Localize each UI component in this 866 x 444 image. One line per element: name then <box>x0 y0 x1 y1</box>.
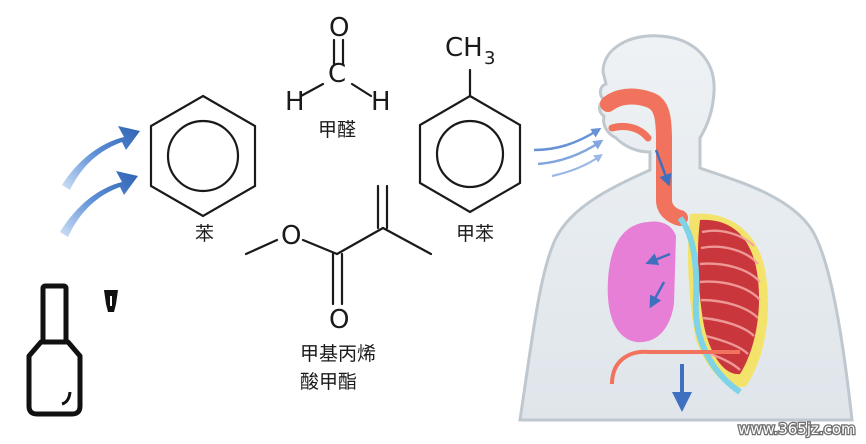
mma-label-line2: 酸甲酯 <box>300 371 357 393</box>
formaldehyde-atom-c: C <box>328 59 346 89</box>
benzene-structure <box>149 94 257 218</box>
toluene-label: 甲苯 <box>456 223 494 245</box>
mma-label-line1: 甲基丙烯 <box>300 343 376 365</box>
formaldehyde-atom-h-left: H <box>285 87 305 117</box>
toluene-structure <box>418 68 522 214</box>
mma-ester-oxygen: O <box>281 221 301 251</box>
formaldehyde-structure <box>299 38 373 98</box>
nail-polish-brush-icon <box>104 290 118 312</box>
methyl-methacrylate-structure <box>244 184 433 306</box>
formaldehyde-atom-h-right: H <box>371 87 391 117</box>
mma-carbonyl-oxygen: O <box>329 305 349 335</box>
benzene-label: 苯 <box>195 223 214 245</box>
formaldehyde-label: 甲醛 <box>318 119 356 141</box>
inhale-arrow-icon <box>60 126 140 237</box>
nail-polish-bottle-icon <box>26 283 83 417</box>
respiratory-system-illustration <box>518 34 854 422</box>
formaldehyde-atom-o: O <box>329 13 349 43</box>
toluene-methyl-c: CH <box>445 33 483 63</box>
watermark-text: www.365jz.com <box>738 420 856 438</box>
toluene-methyl-subscript: 3 <box>484 48 495 69</box>
